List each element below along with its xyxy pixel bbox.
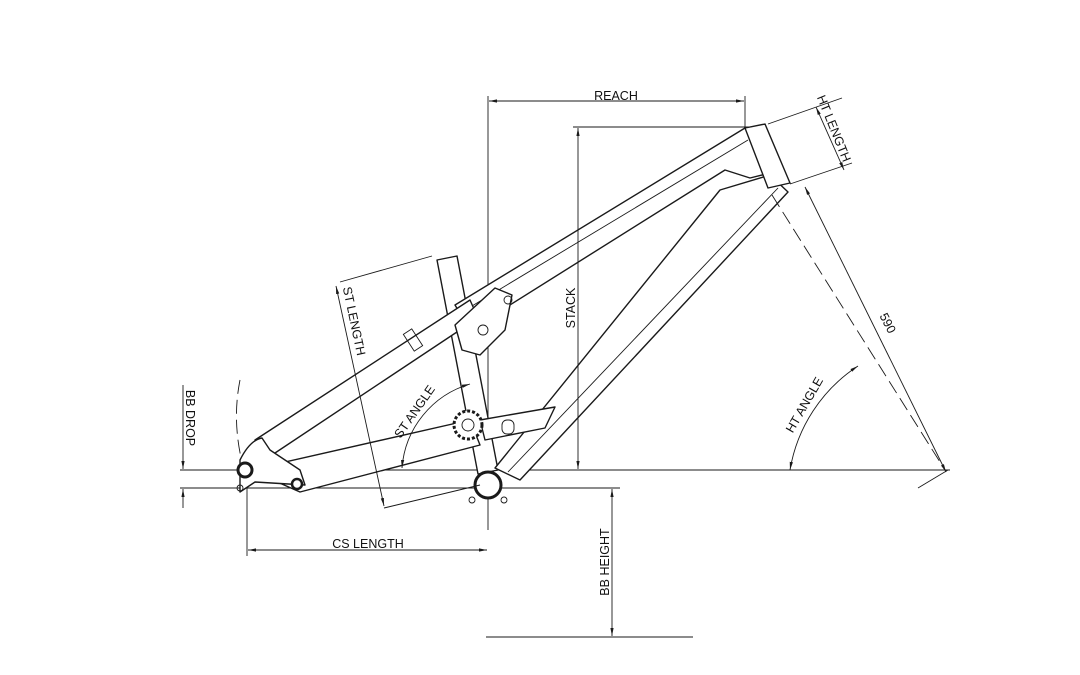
st-length-dimension — [335, 285, 385, 507]
st-angle-arc — [401, 383, 471, 469]
rear-dropout — [239, 437, 306, 493]
ht-angle-arc — [789, 365, 859, 471]
fork-length-dimension — [804, 186, 947, 473]
rear-axle — [236, 461, 254, 479]
bike-frame — [236, 123, 791, 504]
bb-height-label: BB HEIGHT — [598, 528, 612, 596]
reference-lines — [180, 96, 950, 638]
cs-length-label: CS LENGTH — [332, 537, 404, 551]
ht-length-dimension — [815, 106, 845, 171]
rear-shock — [479, 406, 556, 441]
reach-label: REACH — [594, 89, 638, 103]
bottom-bracket — [473, 470, 503, 500]
head-tube — [744, 123, 791, 189]
stack-label: STACK — [564, 287, 578, 328]
bb-drop-label: BB DROP — [183, 390, 197, 446]
pivot — [290, 477, 304, 491]
ht-length-label: HT LENGTH — [814, 93, 853, 164]
chain-guide-sprocket — [452, 409, 484, 441]
fork-length-label: 590 — [877, 311, 899, 336]
rocker-link — [454, 287, 513, 356]
